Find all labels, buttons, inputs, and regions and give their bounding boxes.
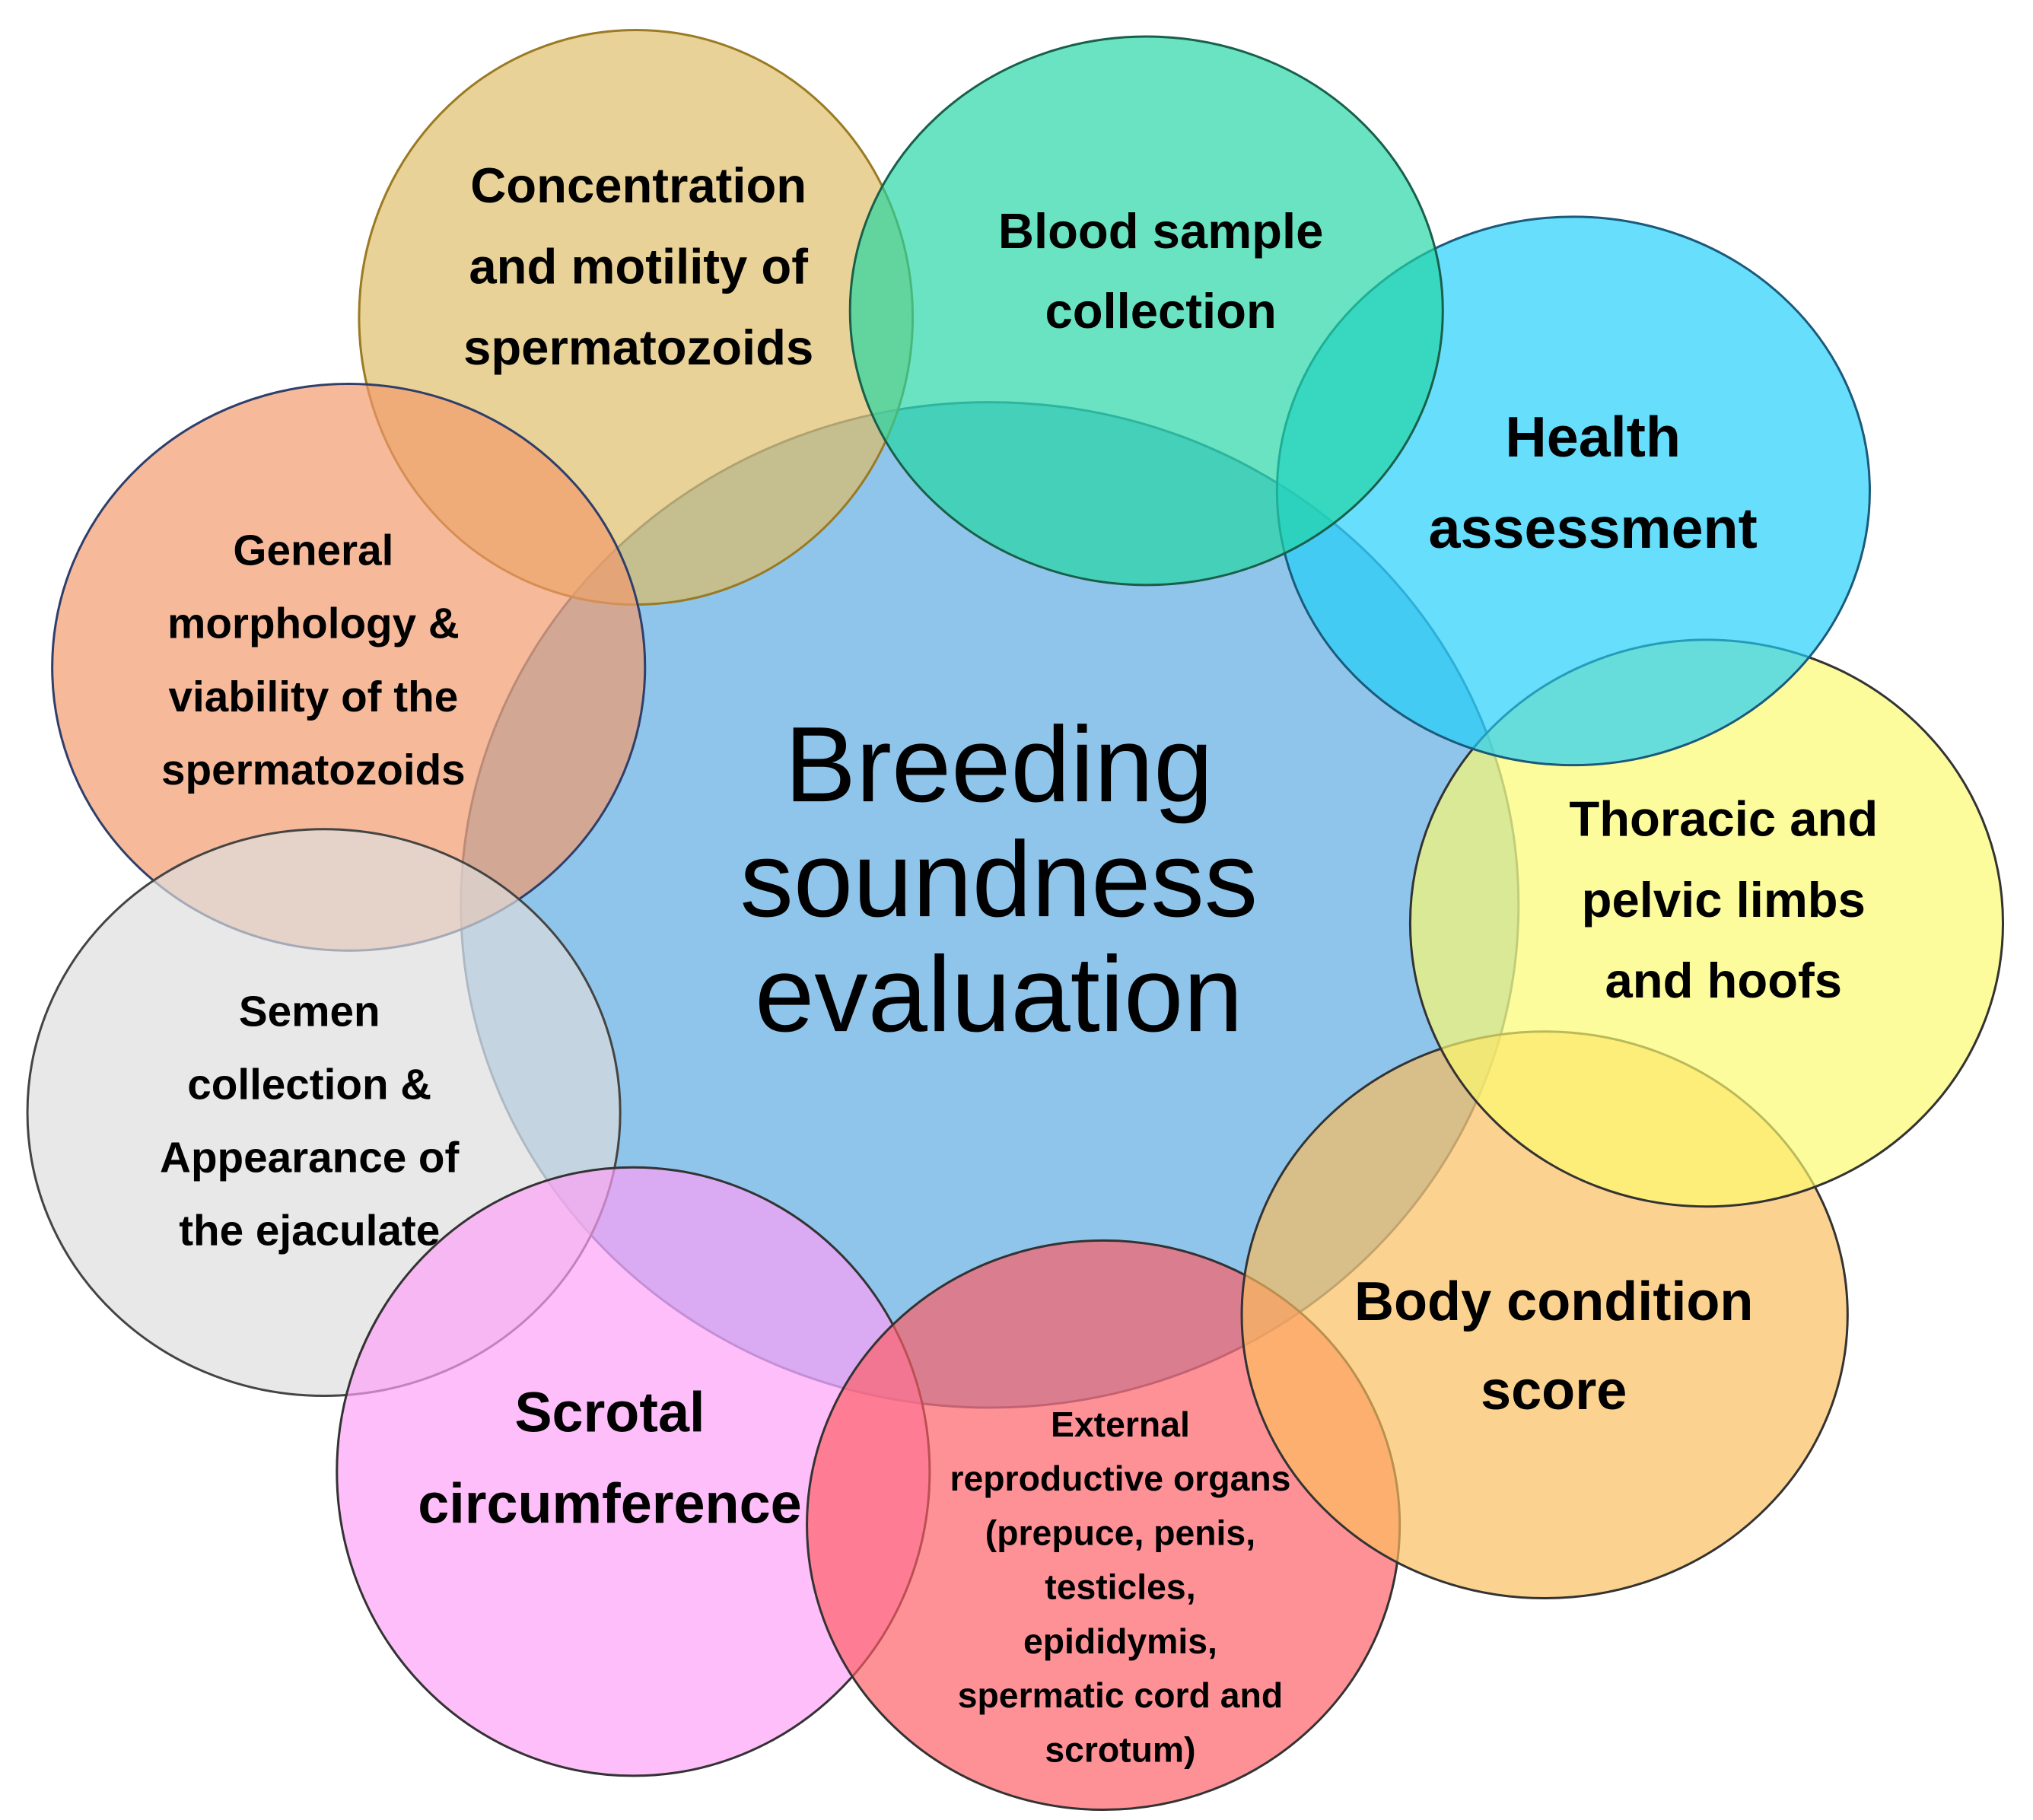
label-line: spermatozoids <box>161 746 466 794</box>
label-line: the ejaculate <box>179 1208 440 1255</box>
label-line: circumference <box>418 1472 801 1535</box>
circle-blood-sample <box>848 35 1444 587</box>
label-line: Health <box>1505 405 1681 469</box>
label-line: collection <box>1045 283 1276 339</box>
label-line: assessment <box>1429 496 1758 560</box>
label-line: collection & <box>187 1061 431 1109</box>
label-line: and motility of <box>469 238 808 294</box>
label-line: spermatic cord and <box>958 1675 1283 1715</box>
label-line: (prepuce, penis, <box>985 1513 1255 1552</box>
label-morphology: General morphology & viability of the sperm… <box>161 527 466 794</box>
label-line: score <box>1481 1360 1627 1421</box>
label-line: Thoracic and <box>1569 791 1878 846</box>
label-concentration: Concentration and motility of spermatozoid… <box>463 158 813 375</box>
label-line: Concentration <box>470 158 807 213</box>
label-line: and hoofs <box>1605 953 1843 1008</box>
label-external-organs: External reproductive organs (prepuce, pen… <box>950 1405 1290 1769</box>
label-line: viability of the <box>169 673 459 721</box>
label-scrotal: Scrotal circumference <box>418 1380 801 1535</box>
label-line: scrotum) <box>1045 1729 1195 1769</box>
label-line: morphology & <box>167 600 460 648</box>
label-line: Body condition <box>1354 1271 1753 1332</box>
label-health: Health assessment <box>1429 405 1758 560</box>
label-semen: Semen collection & Appearance of the ejacul… <box>160 988 459 1255</box>
label-line: evaluation <box>755 934 1243 1054</box>
label-line: spermatozoids <box>463 320 813 375</box>
label-body-condition: Body condition score <box>1354 1271 1753 1421</box>
label-line: epididymis, <box>1023 1621 1217 1661</box>
label-line: General <box>233 527 393 575</box>
label-line: soundness <box>740 819 1258 939</box>
label-line: Breeding <box>784 705 1213 824</box>
label-line: pelvic limbs <box>1582 872 1866 928</box>
label-limbs: Thoracic and pelvic limbs and hoofs <box>1569 791 1878 1008</box>
label-line: reproductive organs <box>950 1459 1290 1498</box>
label-blood-sample: Blood sample collection <box>998 203 1324 339</box>
label-line: Blood sample <box>998 203 1324 259</box>
label-line: Semen <box>239 988 380 1036</box>
label-line: testicles, <box>1045 1567 1195 1607</box>
label-line: Appearance of <box>160 1134 459 1182</box>
label-line: Scrotal <box>514 1380 705 1443</box>
label-line: External <box>1051 1405 1190 1444</box>
